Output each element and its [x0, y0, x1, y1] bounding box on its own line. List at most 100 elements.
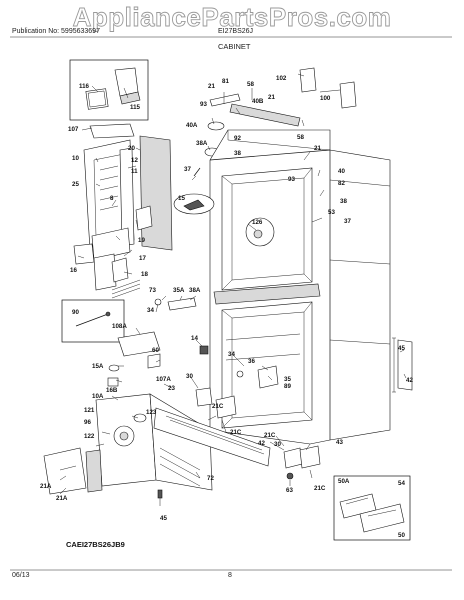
model-number: EI27BS26J — [218, 28, 254, 35]
bracket-19 — [135, 205, 153, 231]
top-rail — [229, 103, 301, 127]
callout-73: 73 — [149, 287, 156, 294]
callout-21: 21 — [208, 83, 215, 90]
callout-12: 12 — [131, 157, 138, 164]
part-63 — [286, 472, 294, 480]
callout-leader-lines — [59, 73, 407, 506]
light-cover-inner — [87, 90, 107, 108]
callout-116: 116 — [79, 83, 90, 90]
callout-15A: 15A — [92, 363, 104, 370]
part-16B — [107, 377, 119, 387]
callout-60: 60 — [152, 347, 159, 354]
callout-34: 34 — [147, 307, 154, 314]
inset-box-90 — [61, 299, 125, 343]
callout-labels: 116 115 102 100 81 58 21 40B 21 93 40A 9… — [40, 75, 413, 539]
insulation-20 — [139, 135, 173, 251]
diagram-code: CAEI27BS26JB9 — [66, 540, 125, 549]
light-housing-base — [119, 91, 141, 105]
callout-21C-d: 21C — [314, 485, 326, 492]
hinge-cover-100 — [339, 81, 357, 109]
part-50 — [359, 503, 405, 533]
callout-93b: 93 — [288, 176, 295, 183]
callout-45b: 45 — [160, 515, 167, 522]
callout-15: 15 — [178, 195, 185, 202]
callout-16B: 16B — [106, 387, 118, 394]
callout-21A: 21A — [40, 483, 52, 490]
callout-93: 93 — [200, 101, 207, 108]
callout-45: 42 — [406, 377, 413, 384]
callout-16: 16 — [70, 267, 77, 274]
callout-37b: 37 — [344, 218, 351, 225]
callout-36: 35 — [284, 376, 291, 383]
callout-30: 30 — [186, 373, 193, 380]
callout-40A: 40A — [186, 122, 198, 129]
bracket-30-right — [283, 447, 303, 469]
callout-21C-a: 21C — [212, 403, 224, 410]
top-hinge-bracket — [209, 93, 241, 107]
callout-14: 14 — [191, 335, 198, 342]
callout-11: 11 — [131, 168, 138, 175]
toe-grille-72 — [153, 407, 271, 467]
light-cover-part — [85, 88, 109, 110]
part-14 — [199, 345, 209, 355]
callout-107A: 107A — [156, 376, 171, 383]
heater-rods — [111, 279, 141, 299]
callout-42: 23 — [168, 385, 175, 392]
hinge-43 — [299, 445, 321, 469]
callout-19: 19 — [138, 237, 145, 244]
part-60 — [147, 353, 161, 369]
callout-17: 17 — [139, 255, 146, 262]
panel-89 — [397, 339, 413, 391]
callout-43: 43 — [336, 439, 343, 446]
callout-38b: 38 — [340, 198, 347, 205]
callout-18: 18 — [141, 271, 148, 278]
callout-42b: 42 — [258, 440, 265, 447]
callout-37: 37 — [184, 166, 191, 173]
drain-17 — [93, 253, 117, 291]
inset-box-light — [69, 59, 149, 121]
callout-122: 122 — [84, 433, 95, 440]
callout-102: 102 — [276, 75, 287, 82]
callout-92: 92 — [234, 135, 241, 142]
callout-21C-b: 21C — [230, 429, 242, 436]
callout-34b: 36 — [248, 358, 255, 365]
callout-108A: 108A — [112, 323, 127, 330]
panel-12 — [119, 147, 135, 247]
duct-8 — [91, 227, 131, 261]
mullion-divider — [213, 283, 321, 305]
callout-100: 100 — [320, 95, 331, 102]
callout-35: 89 — [284, 383, 291, 390]
callout-10A: 10A — [92, 393, 104, 400]
callout-10: 10 — [72, 155, 79, 162]
callout-54: 54 — [398, 480, 405, 487]
callout-8: 8 — [110, 195, 114, 202]
callout-35A: 35A — [173, 287, 185, 294]
watermark: AppliancePartsPros.com — [72, 2, 392, 33]
callout-58: 58 — [247, 81, 254, 88]
hinge-21C-left — [215, 395, 237, 419]
bracket-36 — [257, 365, 279, 389]
callout-115: 115 — [130, 104, 141, 111]
callout-23: 34 — [228, 351, 235, 358]
callout-38A: 38A — [196, 140, 208, 147]
bracket-30-left — [195, 387, 213, 407]
callout-25: 25 — [72, 181, 79, 188]
callout-72: 72 — [207, 475, 214, 482]
callout-58b: 58 — [297, 134, 304, 141]
callout-21A-b: 21A — [56, 495, 68, 502]
callout-107: 107 — [68, 126, 79, 133]
callout-21b: 21 — [268, 94, 275, 101]
callout-21C-c: 21C — [264, 432, 276, 439]
part-123 — [133, 413, 147, 423]
callout-38A-b: 38A — [189, 287, 201, 294]
inset-box-50 — [333, 475, 411, 541]
callout-121: 121 — [84, 407, 95, 414]
callout-82: 82 — [338, 180, 345, 187]
callout-123: 123 — [146, 409, 157, 416]
callout-21c: 21 — [314, 145, 321, 152]
callout-126: 126 — [252, 219, 263, 226]
callout-63: 63 — [286, 487, 293, 494]
part-18 — [111, 257, 129, 283]
